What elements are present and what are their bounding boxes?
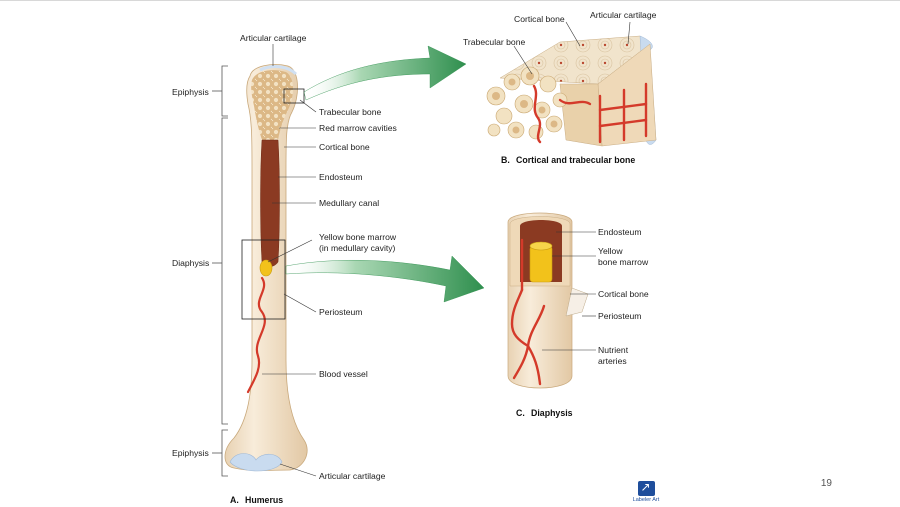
label-nutrient-line1: Nutrient xyxy=(598,345,629,355)
top-divider xyxy=(0,0,900,1)
label-blood-vessel: Blood vessel xyxy=(319,369,368,379)
label-articular-cartilage-bottom: Articular cartilage xyxy=(319,471,386,481)
page-number: 19 xyxy=(820,478,832,489)
caption-b: Cortical and trabecular bone xyxy=(516,155,635,165)
labeler-art-button[interactable]: Labeler Art xyxy=(630,480,662,503)
label-cortical-bone-a: Cortical bone xyxy=(319,142,370,152)
cortical-trabecular-illustration xyxy=(486,35,657,147)
zoom-arrow-bottom xyxy=(285,255,485,303)
diaphysis-illustration xyxy=(507,212,589,389)
label-periosteum-a: Periosteum xyxy=(319,307,362,317)
label-epiphysis-bottom: Epiphysis xyxy=(172,448,209,458)
label-yellow-c-line1: Yellow xyxy=(598,246,623,256)
labeler-art-label: Labeler Art xyxy=(632,497,660,503)
humerus-cartilage-top xyxy=(259,65,298,76)
region-brackets xyxy=(212,65,228,477)
label-periosteum-c: Periosteum xyxy=(598,311,641,321)
humerus-spongy-head xyxy=(251,70,293,140)
label-trabecular-bone-b: Trabecular bone xyxy=(463,37,525,47)
label-articular-cartilage-b: Articular cartilage xyxy=(590,10,657,20)
diaphysis-yellow-marrow xyxy=(529,245,553,283)
label-epiphysis-top: Epiphysis xyxy=(172,87,209,97)
caption-c-letter: C. xyxy=(516,408,525,418)
humerus-blood-vessel xyxy=(246,276,266,394)
caption-a: Humerus xyxy=(245,495,283,505)
diaphysis-periosteum xyxy=(565,287,589,317)
label-yellow-c-line2: bone marrow xyxy=(598,257,649,267)
label-medullary-canal: Medullary canal xyxy=(319,198,379,208)
humerus-illustration xyxy=(224,64,308,472)
diaphysis-vessels xyxy=(510,238,546,386)
label-endosteum-a: Endosteum xyxy=(319,172,362,182)
label-nutrient-line2: arteries xyxy=(598,356,627,366)
zoom-box-epiphysis xyxy=(283,88,305,104)
label-cortical-bone-b: Cortical bone xyxy=(514,14,565,24)
panel-c-leaders xyxy=(542,231,596,351)
label-yellow-marrow-line2: (in medullary cavity) xyxy=(319,243,396,253)
panel-a-leaders xyxy=(262,44,317,477)
humerus-yellow-marrow xyxy=(259,259,273,277)
label-trabecular-bone-a: Trabecular bone xyxy=(319,107,381,117)
caption-c: Diaphysis xyxy=(531,408,573,418)
label-endosteum-c: Endosteum xyxy=(598,227,641,237)
panel-b-leaders xyxy=(513,21,631,75)
label-diaphysis: Diaphysis xyxy=(172,258,209,268)
humerus-cartilage-bottom xyxy=(229,453,283,472)
label-cortical-bone-c: Cortical bone xyxy=(598,289,649,299)
caption-b-letter: B. xyxy=(501,155,510,165)
zoom-box-diaphysis xyxy=(241,239,286,320)
label-yellow-marrow-line1: Yellow bone marrow xyxy=(319,232,397,242)
zoom-arrow-top xyxy=(303,45,467,101)
block-spongy-face xyxy=(559,83,603,147)
labeler-art-icon[interactable] xyxy=(637,480,655,496)
label-articular-cartilage-top: Articular cartilage xyxy=(240,33,307,43)
caption-a-letter: A. xyxy=(230,495,239,505)
block-vessels xyxy=(532,82,648,144)
label-red-marrow: Red marrow cavities xyxy=(319,123,397,133)
